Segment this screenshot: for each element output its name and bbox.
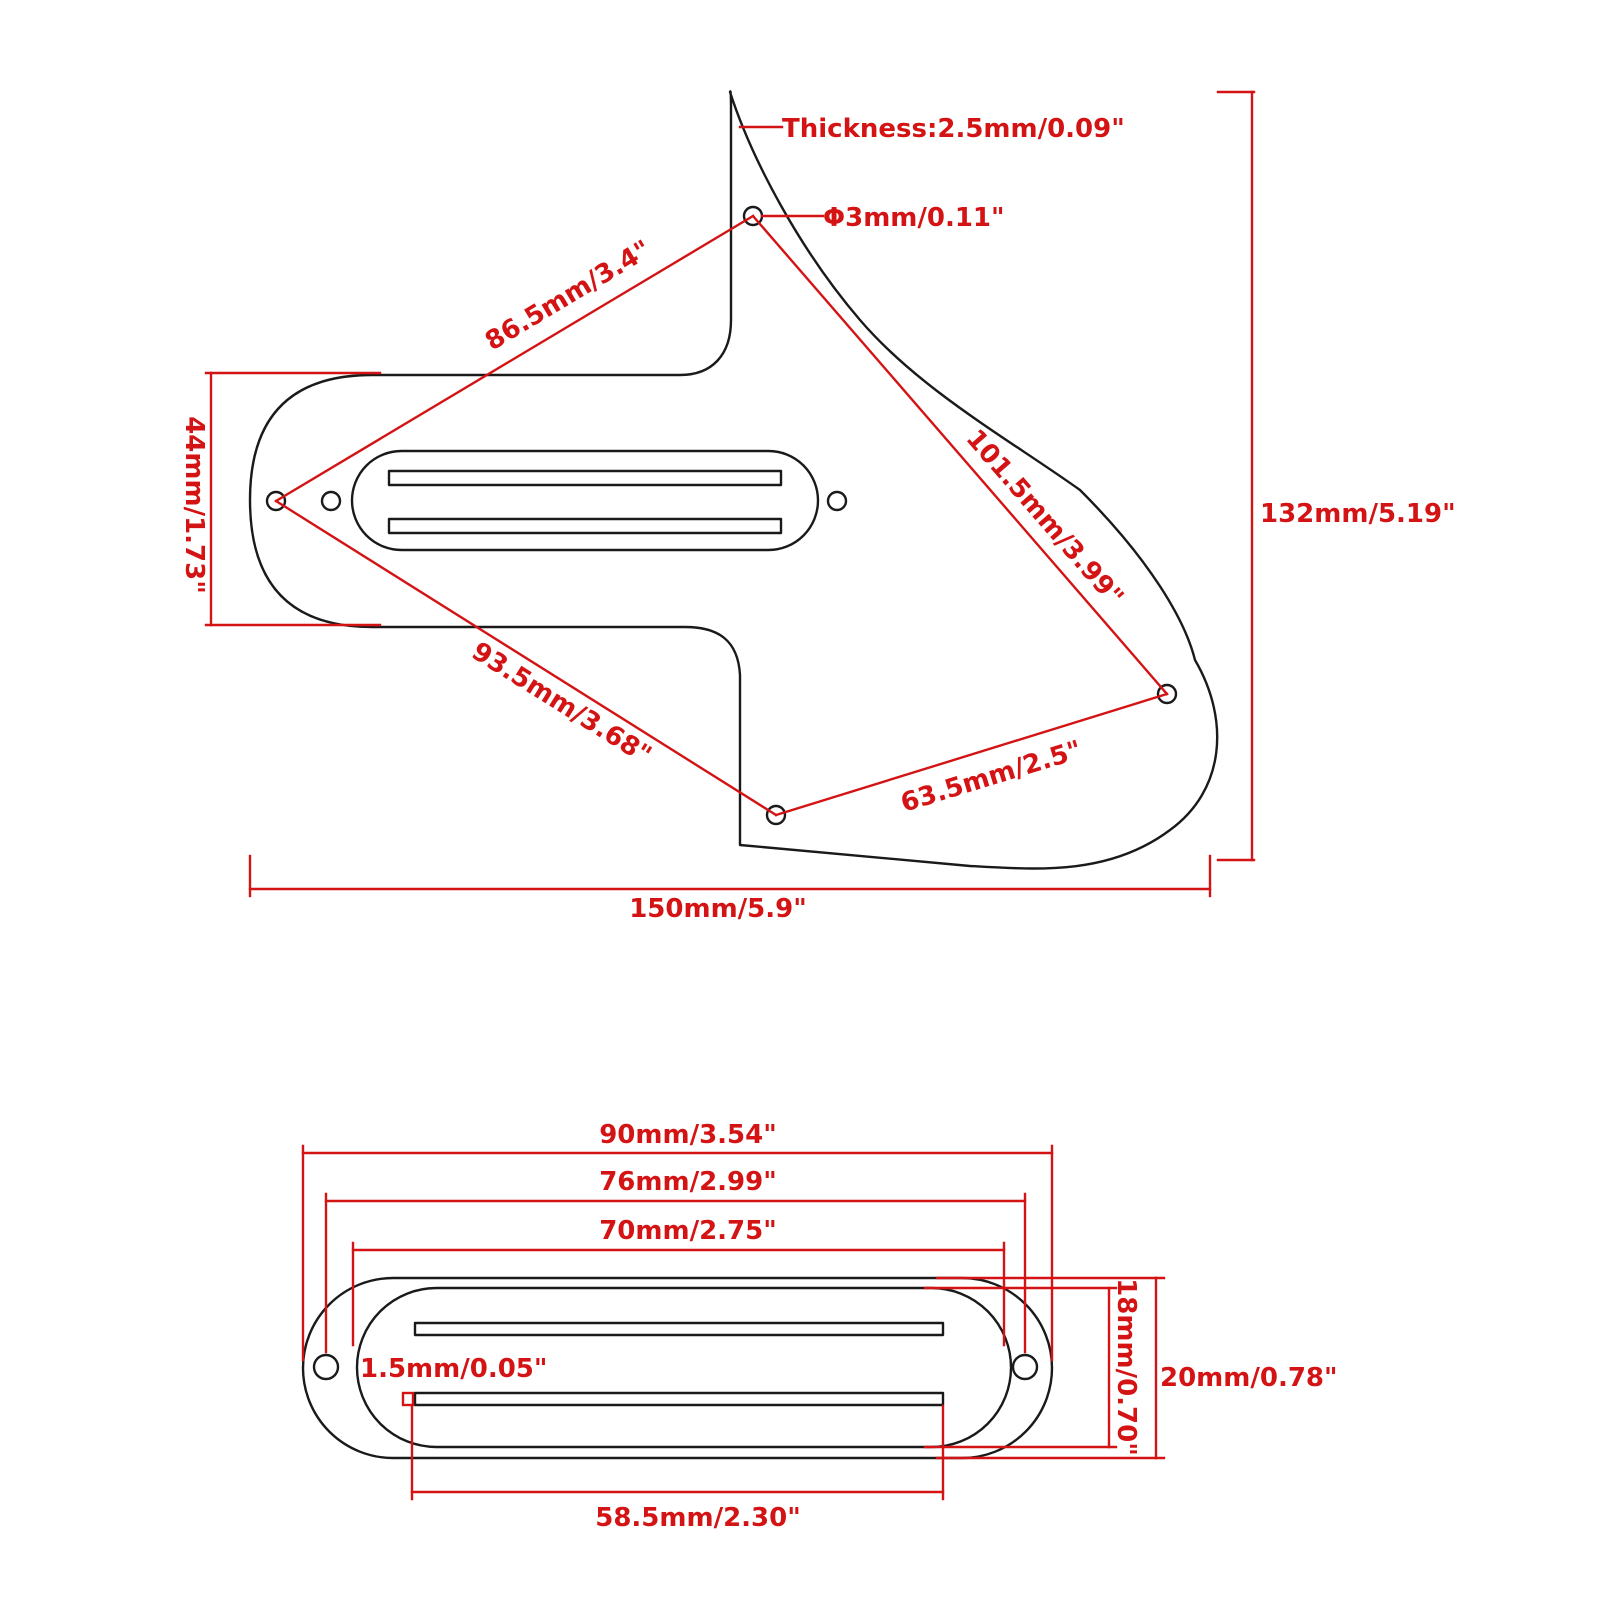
inner-height-dimension bbox=[923, 1286, 1118, 1449]
rail-width-label: 58.5mm/2.30" bbox=[595, 1503, 801, 1533]
total-height-label: 132mm/5.19" bbox=[1260, 499, 1456, 529]
dim-line-left-bottom bbox=[274, 499, 778, 817]
dim-top-right-label: 101.5mm/3.99" bbox=[960, 424, 1129, 612]
outer-width-label: 90mm/3.54" bbox=[599, 1120, 777, 1150]
dim-line-bottom-right bbox=[774, 692, 1169, 817]
pickup-inner-cover bbox=[355, 1286, 1013, 1449]
pickup-outer-cover bbox=[301, 1276, 1054, 1460]
pickup-mount-hole-left bbox=[312, 1353, 340, 1381]
total-height-dimension bbox=[1216, 90, 1256, 862]
outer-height-label: 20mm/0.78" bbox=[1160, 1363, 1338, 1393]
inner-width-label: 70mm/2.75" bbox=[599, 1216, 777, 1246]
rail-thickness-marker bbox=[401, 1391, 415, 1407]
total-width-label: 150mm/5.9" bbox=[629, 894, 807, 924]
outer-height-dimension bbox=[935, 1276, 1166, 1460]
thickness-label: Thickness:2.5mm/0.09" bbox=[782, 114, 1125, 144]
hole-distance-lines bbox=[274, 214, 1169, 817]
pickup-outline bbox=[301, 1276, 1054, 1460]
pickup-slot-outline bbox=[350, 449, 820, 552]
hole-diameter-label: Φ3mm/0.11" bbox=[823, 203, 1005, 233]
hole-spacing-dimension bbox=[324, 1192, 1027, 1354]
tab-height-dimension bbox=[204, 371, 382, 627]
dim-line-top-right bbox=[751, 214, 1169, 696]
pickup-hole-right bbox=[826, 490, 848, 512]
rail-width-dimension bbox=[410, 1404, 945, 1501]
rail-slot-bottom bbox=[387, 517, 783, 535]
dim-left-top-label: 86.5mm/3.4" bbox=[480, 235, 656, 357]
dim-line-left-top bbox=[274, 214, 755, 503]
tab-height-label: 44mm/1.73" bbox=[179, 416, 209, 594]
outer-width-dimension bbox=[301, 1144, 1054, 1362]
rail-thickness-label: 1.5mm/0.05" bbox=[360, 1354, 547, 1384]
rail-slot-top bbox=[387, 469, 783, 487]
pickup-mount-hole-right bbox=[1011, 1353, 1039, 1381]
pickup-hole-left bbox=[320, 490, 342, 512]
inner-height-label: 18mm/0.70" bbox=[1111, 1278, 1141, 1456]
pickup-rail-bottom bbox=[413, 1391, 945, 1407]
pickup-rail-top bbox=[413, 1321, 945, 1337]
inner-width-dimension bbox=[351, 1241, 1006, 1347]
total-width-dimension bbox=[248, 854, 1212, 898]
dim-left-bottom-label: 93.5mm/3.68" bbox=[466, 636, 656, 770]
hole-spacing-label: 76mm/2.99" bbox=[599, 1167, 777, 1197]
